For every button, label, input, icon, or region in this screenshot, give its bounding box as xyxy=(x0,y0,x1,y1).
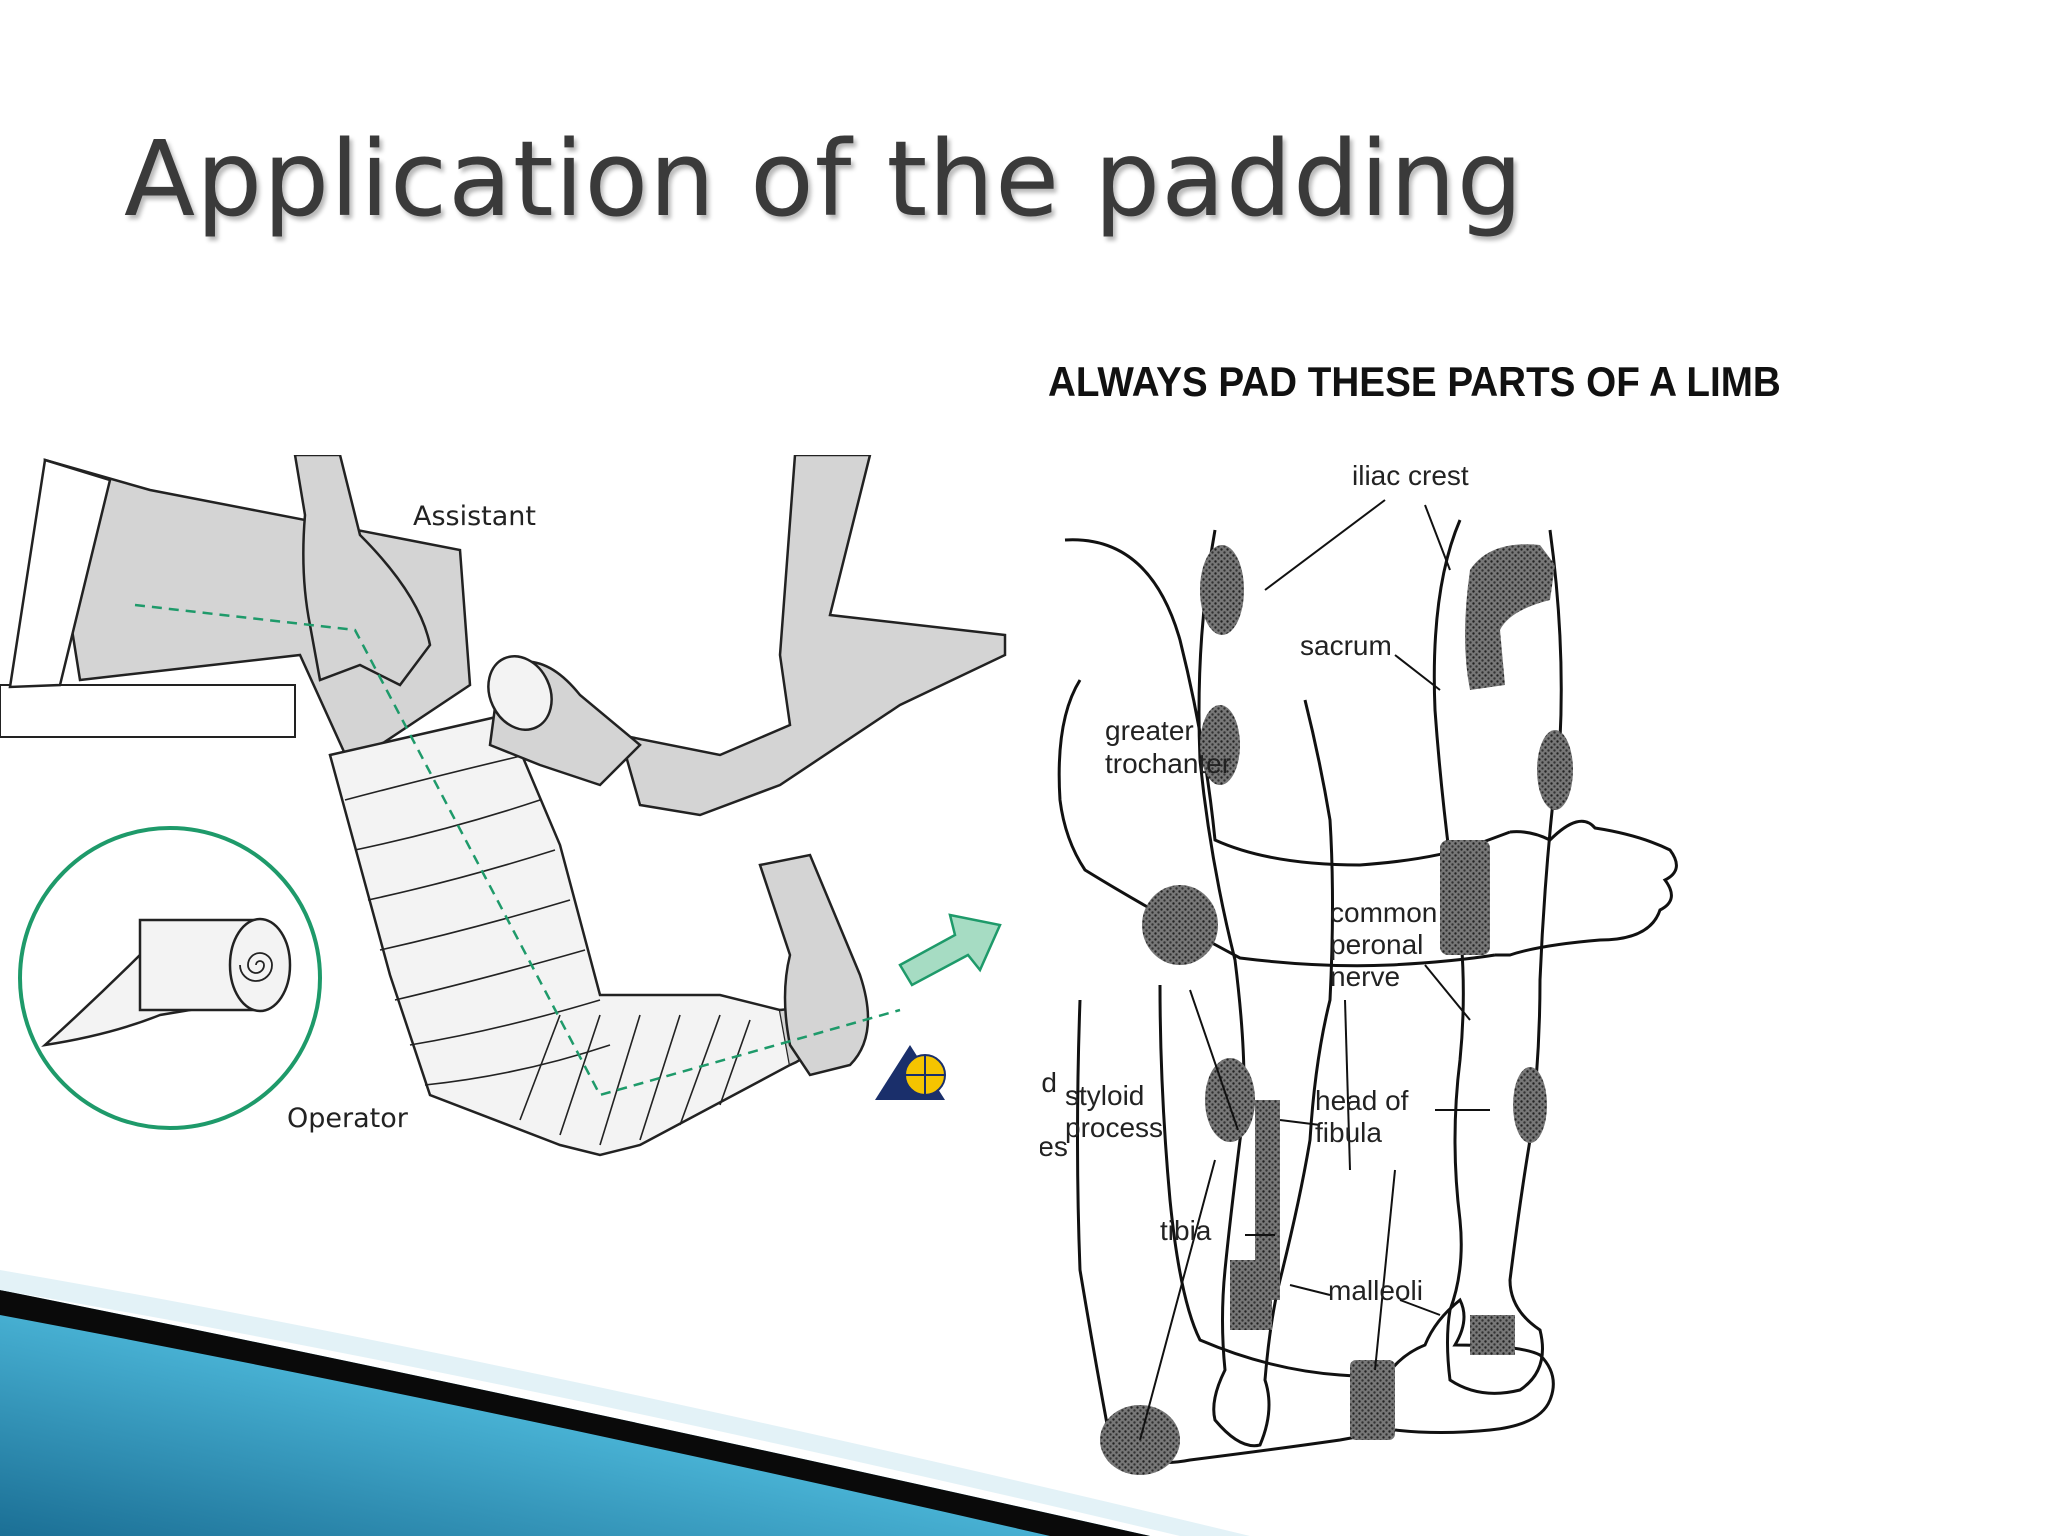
lower-hand-outline xyxy=(1383,1297,1555,1434)
label-iliac-crest: iliac crest xyxy=(1352,460,1469,491)
upper-arm-outline xyxy=(1064,538,1511,867)
operator-upper-arm xyxy=(618,455,1007,817)
label-fibula: fibula xyxy=(1315,1117,1382,1148)
pad-wrist-lower xyxy=(1350,1360,1395,1440)
label-process: process xyxy=(1065,1112,1163,1143)
label-nerve: nerve xyxy=(1330,961,1400,992)
padding-wraps xyxy=(344,754,751,1146)
slide-title: Application of the padding xyxy=(124,118,1524,240)
label-peronal: peronal xyxy=(1330,929,1423,960)
diagram-heading: ALWAYS PAD THESE PARTS OF A LIMB xyxy=(1048,358,1781,405)
padding-sites-diagram: iliac crest sacrum greater trochanter co… xyxy=(1040,460,1678,1475)
pad-iliac-crest-front xyxy=(1200,545,1244,635)
bandage-roll-inset xyxy=(41,917,292,1047)
bandage-roll xyxy=(487,655,553,731)
padding-application-illustration: Assistant Operator xyxy=(0,455,1007,1157)
operator-lower-hand xyxy=(758,853,870,1077)
pad-iliac-crest-back xyxy=(1465,544,1555,690)
trouser-cuff xyxy=(8,458,112,689)
pad-elbow-upper xyxy=(1142,885,1218,965)
label-head-of: head of xyxy=(1315,1085,1409,1116)
pad-wrist-upper xyxy=(1440,840,1490,955)
label-medial-and: medial and xyxy=(1040,1067,1057,1098)
pad-head-of-fibula-back xyxy=(1513,1067,1547,1143)
publisher-logo xyxy=(875,1045,946,1100)
label-malleoli: malleoli xyxy=(1328,1275,1423,1306)
table-edge xyxy=(0,684,296,738)
label-epicondyles: epicondyles xyxy=(1040,1131,1068,1162)
label-trochanter: trochanter xyxy=(1105,748,1231,779)
pad-head-of-fibula-front xyxy=(1205,1058,1255,1142)
upper-hand-outline xyxy=(1495,819,1678,957)
label-operator: Operator xyxy=(287,1103,409,1134)
label-sacrum: sacrum xyxy=(1300,630,1392,661)
label-tibia: tibia xyxy=(1160,1215,1212,1246)
alignment-dashed-line xyxy=(134,603,901,1097)
pad-malleoli-front xyxy=(1230,1260,1272,1330)
label-common: common xyxy=(1330,897,1437,928)
traction-arrow xyxy=(898,913,1002,987)
pad-sites xyxy=(1100,544,1573,1475)
label-assistant: Assistant xyxy=(413,501,536,532)
label-greater: greater xyxy=(1105,715,1194,746)
pad-trochanter-back xyxy=(1537,730,1573,810)
thigh xyxy=(43,458,472,767)
pad-greater-trochanter xyxy=(1200,705,1240,785)
pad-malleoli-back xyxy=(1470,1315,1515,1355)
label-styloid: styloid xyxy=(1065,1080,1144,1111)
